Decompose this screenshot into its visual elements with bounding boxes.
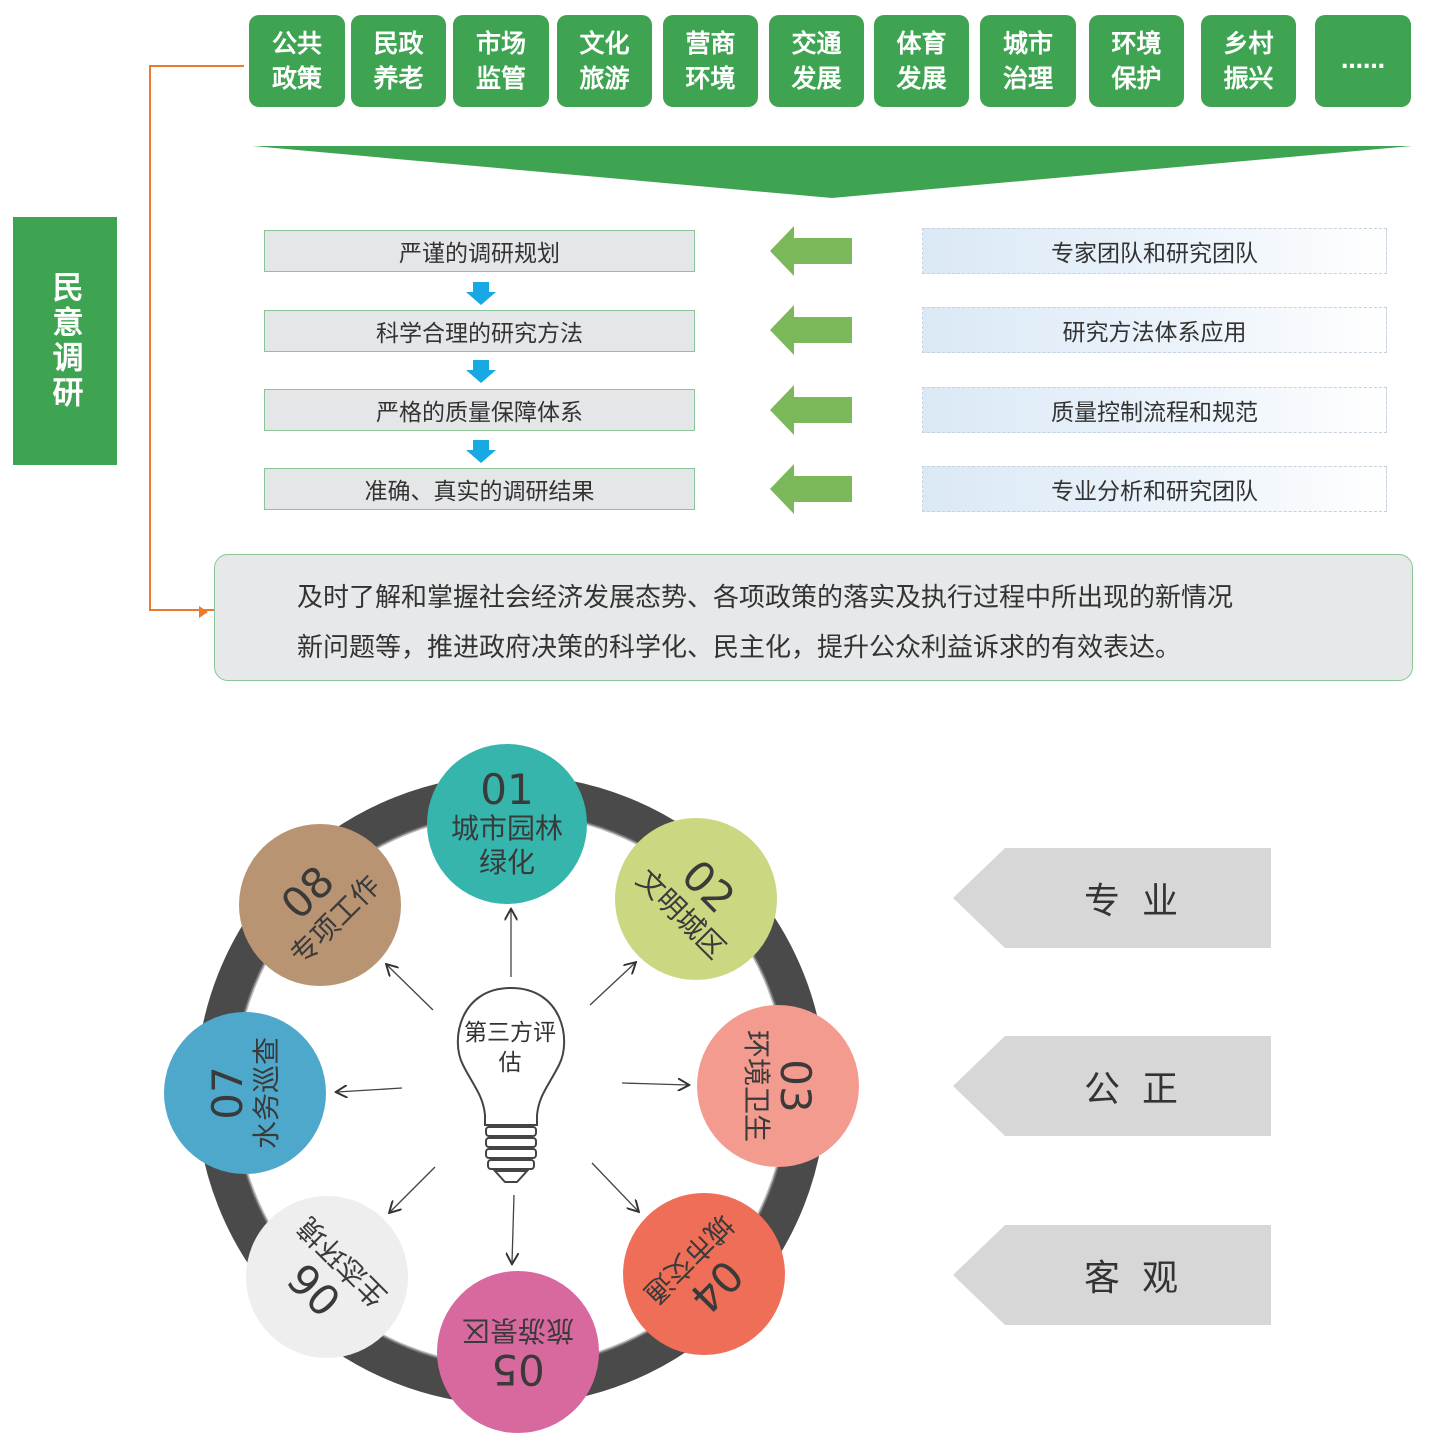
radial-arrows [337,910,688,1263]
left-arrow-icon [770,226,852,276]
funnel-arrow-icon [252,146,1412,198]
resource-item: 研究方法体系应用 [922,307,1387,353]
summary-line: 及时了解和掌握社会经济发展态势、各项政策的落实及执行过程中所出现的新情况 [297,583,1234,613]
eval-number: 05 [491,1345,545,1394]
summary-box: 及时了解和掌握社会经济发展态势、各项政策的落实及执行过程中所出现的新情况 新问题… [214,554,1413,681]
side-label: 民意调研 [13,217,117,465]
center-label: 第三方评估 [464,1020,556,1076]
category-item: 交通发展 [769,15,864,107]
eval-item-05: 05 旅游景区 [437,1271,599,1433]
category-item: 文化旅游 [557,15,652,107]
down-arrow-icon [466,282,496,305]
orange-bracket-connector [149,65,244,611]
quality-tag: 专业 [953,848,1271,948]
category-item: 市场监管 [453,15,549,107]
left-arrow-icon [770,464,852,514]
category-label: 体育发展 [896,29,947,93]
process-step: 严格的质量保障体系 [264,389,695,431]
category-label: 交通发展 [791,29,842,93]
resource-item: 专业分析和研究团队 [922,466,1387,512]
down-arrow-icon [466,440,496,463]
category-item: 营商环境 [663,15,758,107]
category-label: 文化旅游 [579,29,630,93]
tag-shape-icon [953,848,1271,948]
quality-label: 客观 [1083,1258,1200,1299]
category-label: 营商环境 [685,29,736,93]
category-label: 乡村振兴 [1223,29,1274,93]
quality-label: 公正 [1083,1069,1200,1110]
category-item: 体育发展 [874,15,969,107]
summary-line: 新问题等，推进政府决策的科学化、民主化，提升公众利益诉求的有效表达。 [297,633,1182,663]
process-step: 科学合理的研究方法 [264,310,695,352]
process-step: 严谨的调研规划 [264,230,695,272]
quality-tag: 客观 [953,1225,1271,1325]
eval-label: 环境卫生 [740,1029,773,1142]
category-label: 公共政策 [271,29,322,93]
eval-label: 城市园林绿化 [450,812,563,879]
tag-shape-icon [953,1036,1271,1136]
category-item: 民政养老 [351,15,446,107]
left-arrow-icon [770,305,852,355]
orange-arrow-tip-icon [199,606,208,618]
eval-label: 水务巡查 [250,1037,283,1150]
category-label: …… [1341,48,1385,74]
eval-number: 03 [771,1059,820,1113]
quality-label: 专业 [1083,881,1200,922]
category-item-more: …… [1315,15,1411,107]
tag-shape-icon [953,1225,1271,1325]
eval-item-03: 03 环境卫生 [697,1005,859,1167]
resource-item: 专家团队和研究团队 [922,228,1387,274]
category-item: 城市治理 [980,15,1076,107]
eval-number: 01 [480,765,534,814]
category-label: 民政养老 [373,29,424,93]
left-arrow-icon [770,385,852,435]
category-item: 公共政策 [249,15,345,107]
category-label: 市场监管 [475,29,526,93]
category-label: 城市治理 [1002,29,1053,93]
category-item: 乡村振兴 [1201,15,1296,107]
resource-item: 质量控制流程和规范 [922,387,1387,433]
down-arrow-icon [466,360,496,383]
lightbulb-icon [456,986,566,1183]
eval-label: 旅游景区 [462,1314,575,1347]
category-label: 环境保护 [1111,29,1162,93]
eval-number: 07 [203,1066,252,1120]
eval-item-07: 07 水务巡查 [164,1012,326,1174]
eval-item-01: 01 城市园林绿化 [427,744,587,904]
quality-tag: 公正 [953,1036,1271,1136]
process-step: 准确、真实的调研结果 [264,468,695,510]
category-item: 环境保护 [1089,15,1184,107]
